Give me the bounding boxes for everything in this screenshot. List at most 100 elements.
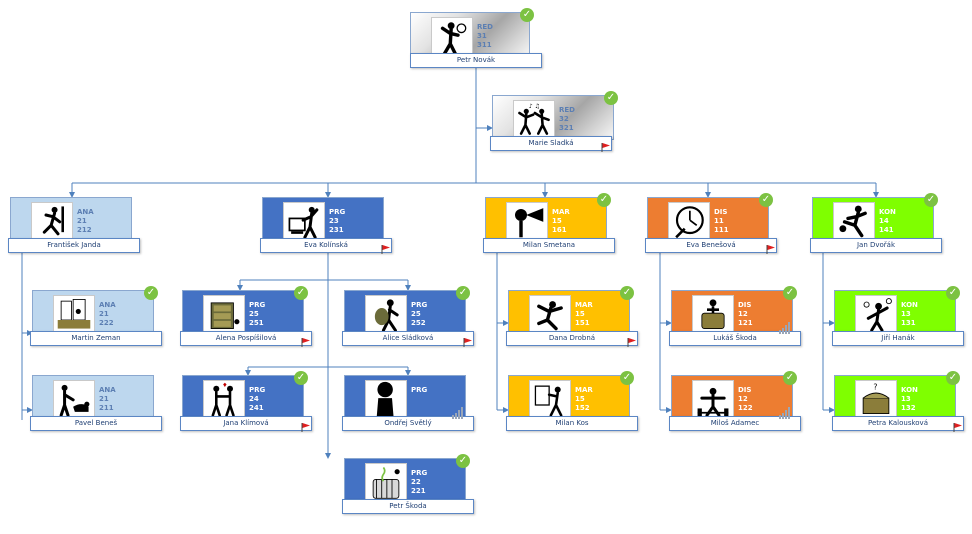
cabinet-icon (203, 295, 245, 333)
node-n1: 21 (99, 310, 109, 318)
flag-icon (626, 333, 637, 347)
node-name-label[interactable]: Ondřej Světlý (342, 416, 474, 431)
node-name-label[interactable]: Jiří Hanák (832, 331, 964, 346)
status-check-icon: ✓ (620, 286, 634, 300)
painter-icon (529, 380, 571, 418)
node-n1: 24 (249, 395, 259, 403)
node-n2: 212 (77, 226, 92, 234)
node-name-label[interactable]: Lukáš Škoda (669, 331, 801, 346)
juggler-icon (431, 17, 473, 55)
runner-icon (31, 202, 73, 240)
megaphone-icon (506, 202, 548, 240)
status-check-icon: ✓ (294, 371, 308, 385)
node-code: DIS (714, 208, 728, 216)
node-n2: 251 (249, 319, 264, 327)
node-n2: 111 (714, 226, 729, 234)
signal-bars-icon (452, 404, 464, 419)
node-code: PRG (329, 208, 346, 216)
dog-icon (53, 380, 95, 418)
node-n2: 132 (901, 404, 916, 412)
node-name-label[interactable]: Jan Dvořák (810, 238, 942, 253)
node-name-label[interactable]: Dana Drobná (506, 331, 638, 346)
flag-icon (300, 418, 311, 432)
computer-icon (283, 202, 325, 240)
heater-icon (365, 463, 407, 501)
node-name-label[interactable]: Petra Kalousková (832, 416, 964, 431)
node-n1: 21 (99, 395, 109, 403)
node-code: MAR (552, 208, 570, 216)
node-code: MAR (575, 301, 593, 309)
node-n1: 15 (575, 310, 585, 318)
node-name-label[interactable]: František Janda (8, 238, 140, 253)
node-n2: 321 (559, 124, 574, 132)
node-n2: 151 (575, 319, 590, 327)
node-code: RED (559, 106, 575, 114)
node-name-label[interactable]: Alena Pospíšilová (180, 331, 312, 346)
kicker-icon (833, 202, 875, 240)
node-n1: 14 (879, 217, 889, 225)
node-name-label[interactable]: Alice Sládková (342, 331, 474, 346)
node-code: PRG (249, 386, 266, 394)
status-check-icon: ✓ (456, 286, 470, 300)
node-code: ANA (99, 386, 116, 394)
status-check-icon: ✓ (604, 91, 618, 105)
node-name-label[interactable]: Petr Novák (410, 53, 542, 68)
node-name-label[interactable]: Pavel Beneš (30, 416, 162, 431)
node-n2: 211 (99, 404, 114, 412)
node-n2: 221 (411, 487, 426, 495)
backpack-icon (365, 295, 407, 333)
silhouette-icon (365, 380, 407, 418)
flag-icon (600, 138, 611, 152)
node-code: KON (879, 208, 896, 216)
node-n2: 122 (738, 404, 753, 412)
node-name-label[interactable]: Petr Škoda (342, 499, 474, 514)
status-check-icon: ✓ (946, 286, 960, 300)
node-name-label[interactable]: Martin Zeman (30, 331, 162, 346)
node-n2: 161 (552, 226, 567, 234)
node-name-label[interactable]: Eva Kolínská (260, 238, 392, 253)
svg-text:♪ ♫: ♪ ♫ (529, 103, 540, 110)
node-name-label[interactable]: Eva Benešová (645, 238, 777, 253)
signal-bars-icon (779, 319, 791, 334)
node-name-label[interactable]: Jana Klímová (180, 416, 312, 431)
node-code: KON (901, 301, 918, 309)
desk-icon (53, 295, 95, 333)
flag-icon (952, 418, 963, 432)
status-check-icon: ✓ (294, 286, 308, 300)
node-code: PRG (411, 469, 428, 477)
node-name-label[interactable]: Milan Smetana (483, 238, 615, 253)
dancers-icon: ♪ ♫ (513, 100, 555, 138)
status-check-icon: ✓ (620, 371, 634, 385)
node-code: DIS (738, 301, 752, 309)
node-name-label[interactable]: Milan Kos (506, 416, 638, 431)
node-name-label[interactable]: Miloš Adamec (669, 416, 801, 431)
node-n2: 141 (879, 226, 894, 234)
node-code: PRG (411, 386, 428, 394)
node-n2: 121 (738, 319, 753, 327)
status-check-icon: ✓ (946, 371, 960, 385)
node-n2: 131 (901, 319, 916, 327)
jumper-icon (529, 295, 571, 333)
node-name-label[interactable]: Marie Sladká (490, 136, 612, 151)
status-check-icon: ✓ (783, 286, 797, 300)
node-code: ANA (77, 208, 94, 216)
